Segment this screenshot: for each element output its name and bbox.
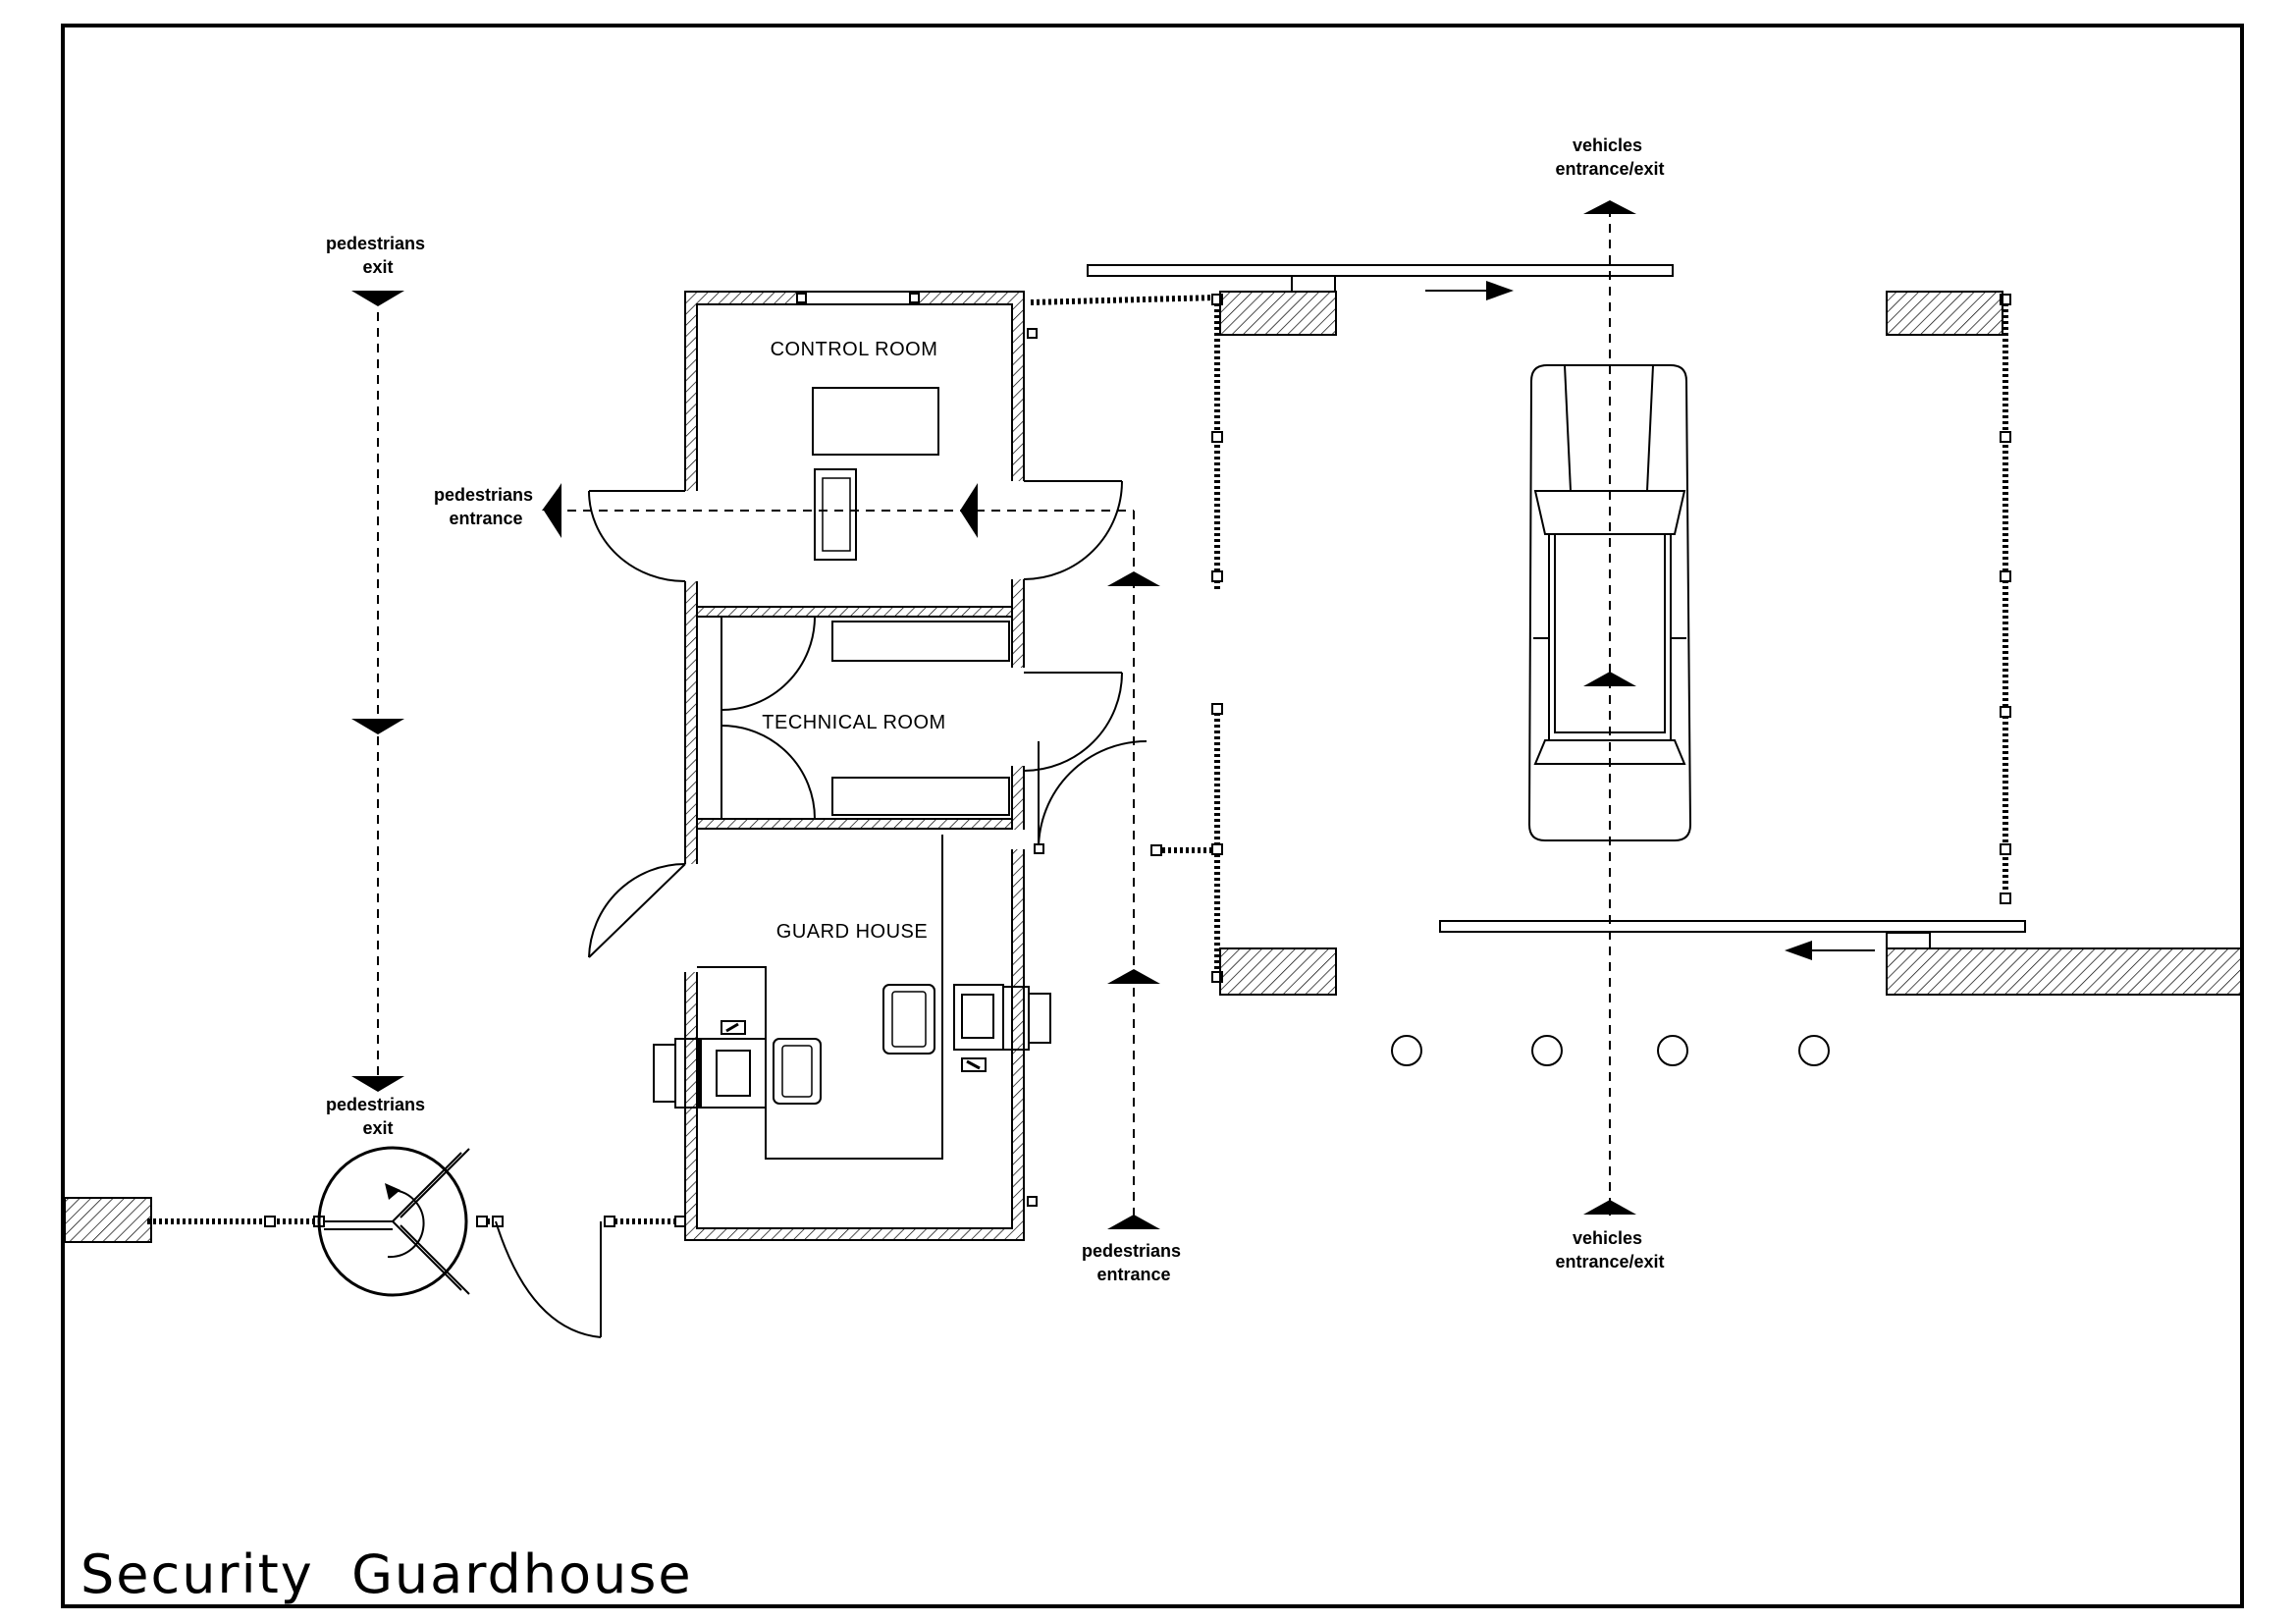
pedestrian-gate	[495, 1220, 602, 1338]
control-room-door-left	[588, 490, 686, 582]
guardhouse-building	[683, 290, 1038, 1241]
wall-block-gate-top-left	[1219, 291, 1337, 336]
technical-room-doors	[721, 616, 1123, 820]
guard-house-door-left	[588, 863, 686, 958]
drawing-frame	[61, 24, 2244, 1608]
control-room-door-right	[1023, 480, 1123, 580]
label-pedestrians-entrance-bottom: pedestrians entrance	[1082, 1241, 1186, 1284]
wall-block-gate-top-right	[1886, 291, 2003, 336]
control-desk	[812, 387, 939, 561]
bollards	[1391, 1035, 1830, 1066]
guard-desk	[653, 835, 1051, 1160]
label-vehicles-top: vehicles entrance/exit	[1555, 135, 1664, 179]
wall-block-gate-bottom-left	[1219, 947, 1337, 996]
drawing-title: Security Guardhouse	[80, 1543, 693, 1605]
sliding-gate-bottom	[1439, 920, 2026, 960]
label-vehicles-bottom: vehicles entrance/exit	[1555, 1228, 1664, 1271]
circulation-paths	[377, 208, 1611, 1227]
fence-posts	[264, 294, 2011, 1227]
room-label-technical: TECHNICAL ROOM	[762, 712, 945, 733]
wall-block-gate-bottom-right	[1886, 947, 2243, 996]
label-pedestrians-entrance-left: pedestrians entrance	[434, 485, 538, 528]
guard-house-door-right	[1034, 740, 1148, 854]
fence-lines	[147, 295, 2008, 1224]
direction-arrows	[351, 200, 1636, 1229]
label-pedestrians-exit-bottom: pedestrians exit	[326, 1095, 430, 1138]
turnstile	[317, 1146, 470, 1297]
sliding-gate-top	[1087, 264, 1674, 300]
label-pedestrians-exit-top: pedestrians exit	[326, 234, 430, 277]
room-label-guard-house: GUARD HOUSE	[776, 921, 928, 943]
wall-block-bottom-left	[64, 1197, 152, 1243]
room-label-control: CONTROL ROOM	[771, 339, 938, 360]
